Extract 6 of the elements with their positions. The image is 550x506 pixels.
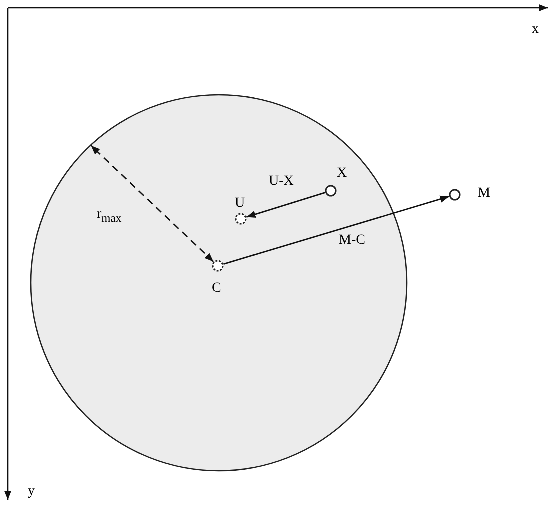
circle-region (30, 94, 408, 472)
axis-label: x (532, 22, 539, 38)
axis-label: y (28, 484, 35, 500)
arrow (246, 192, 326, 218)
arrow (224, 196, 450, 265)
dashed-arrow (90, 145, 214, 262)
